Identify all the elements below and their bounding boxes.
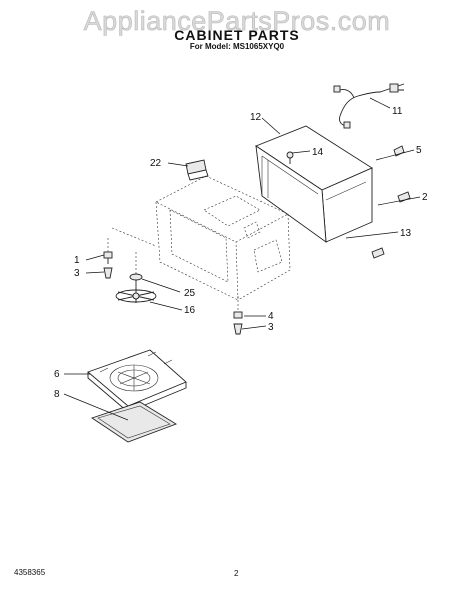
screw-5-part (393, 145, 405, 157)
callout-5: 5 (416, 145, 422, 156)
latch-part (185, 159, 209, 181)
callout-3-left: 3 (74, 268, 80, 279)
callout-13: 13 (400, 228, 412, 239)
leader-lines (63, 97, 421, 421)
callout-8: 8 (54, 389, 60, 400)
oven-cavity-outline (155, 175, 291, 301)
foot-left-parts (103, 227, 157, 279)
callout-25: 25 (184, 288, 196, 299)
screw-13-part (371, 247, 385, 259)
foot-right-parts (233, 296, 243, 335)
document-number: 4358365 (14, 568, 46, 577)
screw-2-part (397, 191, 411, 203)
callout-16: 16 (184, 305, 196, 316)
wire-harness-part (333, 83, 405, 129)
callout-12: 12 (250, 112, 262, 123)
callout-4: 4 (268, 311, 274, 322)
screw-14-part (286, 151, 294, 164)
callout-22: 22 (150, 158, 162, 169)
callout-11: 11 (392, 106, 403, 117)
page-number: 2 (234, 569, 239, 578)
callout-6: 6 (54, 369, 60, 380)
watermark-text: AppliancePartsPros.com (83, 6, 391, 37)
callout-14: 14 (312, 147, 324, 158)
page-title: CABINET PARTS (174, 27, 300, 43)
stirrer-parts (115, 252, 157, 303)
bottom-tray-part (90, 401, 178, 443)
outer-cabinet-part (255, 125, 373, 243)
callout-3-right: 3 (268, 322, 274, 333)
callout-2: 2 (422, 192, 428, 203)
model-subtitle: For Model: MS1065XYQ0 (189, 42, 285, 51)
callout-1: 1 (74, 255, 80, 266)
